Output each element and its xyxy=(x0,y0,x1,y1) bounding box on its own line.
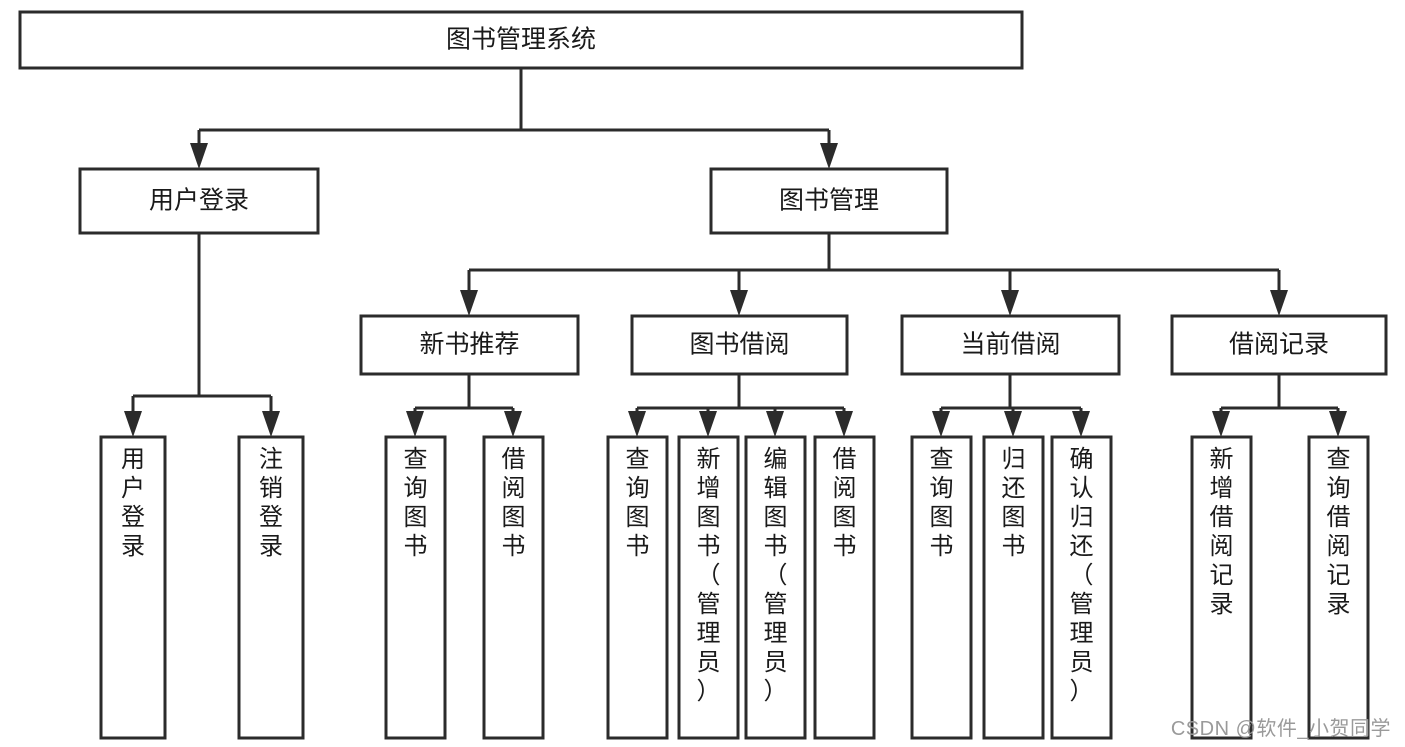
node-borrow-record[interactable]: 借阅记录 xyxy=(1170,314,1388,376)
node-label-book-borrow: 图书借阅 xyxy=(689,331,789,359)
node-box-leaf-confirm-return[interactable] xyxy=(1050,435,1113,740)
node-leaf-logout[interactable]: 注销登录 xyxy=(237,435,305,740)
node-box-borrow-record[interactable] xyxy=(1170,314,1388,376)
node-box-user-login[interactable] xyxy=(78,167,320,235)
book-mgmt-child-0-arrow-icon xyxy=(460,290,478,316)
group-borrow-record-child-0-arrow-icon xyxy=(1212,411,1230,437)
node-label-leaf-borrow-book: 借阅图书 xyxy=(833,446,857,560)
node-box-book-borrow[interactable] xyxy=(630,314,849,376)
node-leaf-return-book[interactable]: 归还图书 xyxy=(982,435,1045,740)
node-leaf-query-book-borrow[interactable]: 查询图书 xyxy=(606,435,669,740)
group-new-book-recommend-child-0-arrow-icon xyxy=(406,411,424,437)
node-box-root[interactable] xyxy=(18,10,1024,70)
node-label-leaf-query-book-rec: 查询图书 xyxy=(404,446,428,560)
group-book-borrow-child-0-arrow-icon xyxy=(628,411,646,437)
node-box-leaf-query-record[interactable] xyxy=(1307,435,1370,740)
node-box-leaf-logout[interactable] xyxy=(237,435,305,740)
node-label-leaf-logout: 注销登录 xyxy=(259,446,283,560)
node-box-leaf-query-book-rec[interactable] xyxy=(384,435,447,740)
node-label-leaf-edit-book: 编辑图书（管理员） xyxy=(764,446,788,705)
node-box-leaf-add-book[interactable] xyxy=(677,435,740,740)
node-label-leaf-query-book-cur: 查询图书 xyxy=(930,446,954,560)
node-leaf-borrow-book-rec[interactable]: 借阅图书 xyxy=(482,435,545,740)
node-box-leaf-query-book-borrow[interactable] xyxy=(606,435,669,740)
node-leaf-query-book-cur[interactable]: 查询图书 xyxy=(910,435,973,740)
node-new-book-recommend[interactable]: 新书推荐 xyxy=(359,314,580,376)
node-label-leaf-user-login: 用户登录 xyxy=(121,446,145,560)
root-child-0-arrow-icon xyxy=(190,143,208,169)
node-box-leaf-borrow-book-rec[interactable] xyxy=(482,435,545,740)
node-leaf-edit-book[interactable]: 编辑图书（管理员） xyxy=(744,435,807,740)
node-label-leaf-query-book-borrow: 查询图书 xyxy=(626,446,650,560)
node-current-borrow[interactable]: 当前借阅 xyxy=(900,314,1121,376)
node-box-leaf-borrow-book[interactable] xyxy=(813,435,876,740)
node-label-book-management: 图书管理 xyxy=(779,187,879,215)
group-current-borrow-child-0-arrow-icon xyxy=(932,411,950,437)
node-box-leaf-return-book[interactable] xyxy=(982,435,1045,740)
group-current-borrow-child-2-arrow-icon xyxy=(1072,411,1090,437)
connector-layer xyxy=(124,68,1347,437)
book-mgmt-child-1-arrow-icon xyxy=(730,290,748,316)
node-root[interactable]: 图书管理系统 xyxy=(18,10,1024,70)
user-login-child-0-arrow-icon xyxy=(124,411,142,437)
node-book-management[interactable]: 图书管理 xyxy=(709,167,949,235)
node-label-current-borrow: 当前借阅 xyxy=(960,331,1060,359)
node-label-user-login: 用户登录 xyxy=(149,187,249,215)
node-layer: 图书管理系统用户登录图书管理新书推荐图书借阅当前借阅借阅记录用户登录注销登录查询… xyxy=(18,10,1388,740)
node-box-leaf-edit-book[interactable] xyxy=(744,435,807,740)
node-label-leaf-add-record: 新增借阅记录 xyxy=(1210,446,1234,618)
node-book-borrow[interactable]: 图书借阅 xyxy=(630,314,849,376)
node-box-leaf-user-login[interactable] xyxy=(99,435,167,740)
node-user-login[interactable]: 用户登录 xyxy=(78,167,320,235)
node-box-book-management[interactable] xyxy=(709,167,949,235)
node-leaf-user-login[interactable]: 用户登录 xyxy=(99,435,167,740)
node-label-leaf-add-book: 新增图书（管理员） xyxy=(697,446,721,705)
group-current-borrow-child-1-arrow-icon xyxy=(1004,411,1022,437)
book-mgmt-child-3-arrow-icon xyxy=(1270,290,1288,316)
node-label-leaf-query-record: 查询借阅记录 xyxy=(1327,446,1351,618)
node-leaf-borrow-book[interactable]: 借阅图书 xyxy=(813,435,876,740)
group-borrow-record-child-1-arrow-icon xyxy=(1329,411,1347,437)
node-label-borrow-record: 借阅记录 xyxy=(1229,331,1329,359)
node-leaf-add-record[interactable]: 新增借阅记录 xyxy=(1190,435,1253,740)
group-book-borrow-child-1-arrow-icon xyxy=(699,411,717,437)
node-box-current-borrow[interactable] xyxy=(900,314,1121,376)
user-login-child-1-arrow-icon xyxy=(262,411,280,437)
node-label-new-book-recommend: 新书推荐 xyxy=(419,331,519,359)
node-label-leaf-return-book: 归还图书 xyxy=(1002,446,1026,560)
node-leaf-query-book-rec[interactable]: 查询图书 xyxy=(384,435,447,740)
group-new-book-recommend-child-1-arrow-icon xyxy=(504,411,522,437)
node-leaf-add-book[interactable]: 新增图书（管理员） xyxy=(677,435,740,740)
node-box-leaf-query-book-cur[interactable] xyxy=(910,435,973,740)
node-box-new-book-recommend[interactable] xyxy=(359,314,580,376)
node-leaf-confirm-return[interactable]: 确认归还（管理员） xyxy=(1050,435,1113,740)
node-label-leaf-borrow-book-rec: 借阅图书 xyxy=(502,446,526,560)
node-label-root: 图书管理系统 xyxy=(446,26,596,54)
root-child-1-arrow-icon xyxy=(820,143,838,169)
book-mgmt-child-2-arrow-icon xyxy=(1001,290,1019,316)
node-box-leaf-add-record[interactable] xyxy=(1190,435,1253,740)
node-leaf-query-record[interactable]: 查询借阅记录 xyxy=(1307,435,1370,740)
node-label-leaf-confirm-return: 确认归还（管理员） xyxy=(1070,446,1094,705)
group-book-borrow-child-3-arrow-icon xyxy=(835,411,853,437)
group-book-borrow-child-2-arrow-icon xyxy=(766,411,784,437)
